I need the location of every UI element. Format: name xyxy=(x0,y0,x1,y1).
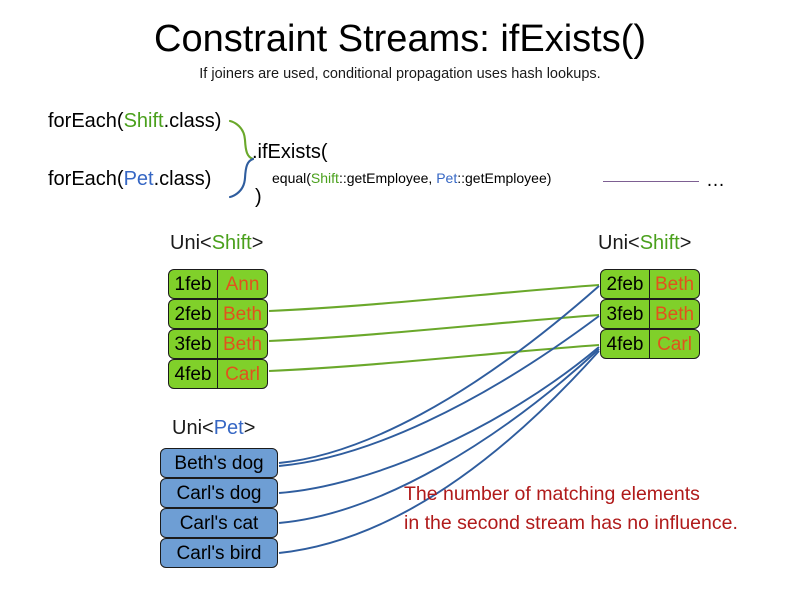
stream-label-shift-right-suffix: > xyxy=(679,232,692,254)
code-foreach-pet-type: Pet xyxy=(123,168,154,190)
shift-card[interactable]: 4feb Carl xyxy=(168,359,268,389)
code-foreach-shift-suffix: .class) xyxy=(163,110,222,132)
code-equal-prefix: equal( xyxy=(272,170,311,186)
shift-card-employee: Beth xyxy=(222,303,263,325)
stream-label-shift-right-type: Shift xyxy=(639,232,680,254)
code-equal-shift-method: ::getEmployee, xyxy=(338,170,437,186)
shift-card-date: 2feb xyxy=(169,300,219,328)
pet-card[interactable]: Carl's dog xyxy=(160,478,278,508)
stream-label-pet-prefix: Uni< xyxy=(172,417,214,439)
shift-card-date: 3feb xyxy=(169,330,219,358)
shift-card[interactable]: 3feb Beth xyxy=(600,299,700,329)
code-equal-pet-method: ::getEmployee) xyxy=(457,170,552,186)
pet-card-label: Carl's cat xyxy=(179,512,259,534)
pet-card-label: Carl's bird xyxy=(176,542,262,564)
stream-label-shift-right-prefix: Uni< xyxy=(598,232,640,254)
shift-card-employee: Beth xyxy=(222,333,263,355)
code-foreach-shift-type: Shift xyxy=(123,110,164,132)
shift-right-card-list: 2feb Beth 3feb Beth 4feb Carl xyxy=(600,269,700,359)
pet-card-label: Carl's dog xyxy=(176,482,262,504)
code-equal-pet-type: Pet xyxy=(436,170,458,186)
annotation-line-2: in the second stream has no influence. xyxy=(404,512,738,534)
shift-card-date: 3feb xyxy=(601,300,651,328)
stream-label-shift-left-type: Shift xyxy=(211,232,252,254)
curly-brace-icon xyxy=(228,119,255,199)
page-subtitle: If joiners are used, conditional propaga… xyxy=(199,66,601,82)
code-equal-shift-type: Shift xyxy=(310,170,339,186)
code-equal-joiner: equal(Shift::getEmployee, Pet::getEmploy… xyxy=(272,170,551,186)
pet-card-label: Beth's dog xyxy=(174,452,264,474)
shift-card-employee: Carl xyxy=(225,363,260,385)
annotation-note: The number of matching elements in the s… xyxy=(404,480,738,538)
pet-card[interactable]: Carl's cat xyxy=(160,508,278,538)
pet-card[interactable]: Carl's bird xyxy=(160,538,278,568)
code-ifexists: .ifExists( xyxy=(252,141,328,163)
shift-card[interactable]: 3feb Beth xyxy=(168,329,268,359)
shift-card-employee: Beth xyxy=(654,303,695,325)
shift-card-employee: Carl xyxy=(657,333,692,355)
stream-label-pet-type: Pet xyxy=(213,417,244,439)
shift-card-date: 4feb xyxy=(601,330,651,358)
code-foreach-pet: forEach(Pet.class) xyxy=(48,168,211,191)
stream-label-shift-left-suffix: > xyxy=(251,232,264,254)
shift-card[interactable]: 1feb Ann xyxy=(168,269,268,299)
result-connector-line xyxy=(603,181,699,182)
shift-card[interactable]: 2feb Beth xyxy=(600,269,700,299)
code-foreach-pet-prefix: forEach( xyxy=(48,168,124,190)
annotation-line-1: The number of matching elements xyxy=(404,483,700,505)
stream-label-pet-suffix: > xyxy=(243,417,256,439)
stream-label-pet: Uni<Pet> xyxy=(172,417,255,440)
shift-card[interactable]: 2feb Beth xyxy=(168,299,268,329)
result-ellipsis: … xyxy=(706,170,725,191)
shift-card-employee: Beth xyxy=(654,273,695,295)
shift-card-date: 4feb xyxy=(169,360,219,388)
code-foreach-shift: forEach(Shift.class) xyxy=(48,110,221,133)
green-match-wires xyxy=(268,283,600,373)
code-close-paren: ) xyxy=(255,186,262,208)
code-foreach-shift-prefix: forEach( xyxy=(48,110,124,132)
stream-label-shift-left: Uni<Shift> xyxy=(170,232,263,255)
shift-card-date: 2feb xyxy=(601,270,651,298)
stream-label-shift-right: Uni<Shift> xyxy=(598,232,691,255)
page-title: Constraint Streams: ifExists() xyxy=(154,18,646,60)
shift-card[interactable]: 4feb Carl xyxy=(600,329,700,359)
stream-label-shift-left-prefix: Uni< xyxy=(170,232,212,254)
shift-card-date: 1feb xyxy=(169,270,219,298)
shift-card-employee: Ann xyxy=(225,273,260,295)
pet-card-list: Beth's dog Carl's dog Carl's cat Carl's … xyxy=(160,448,278,568)
pet-card[interactable]: Beth's dog xyxy=(160,448,278,478)
shift-left-card-list: 1feb Ann 2feb Beth 3feb Beth 4feb Carl xyxy=(168,269,268,389)
code-foreach-pet-suffix: .class) xyxy=(153,168,212,190)
